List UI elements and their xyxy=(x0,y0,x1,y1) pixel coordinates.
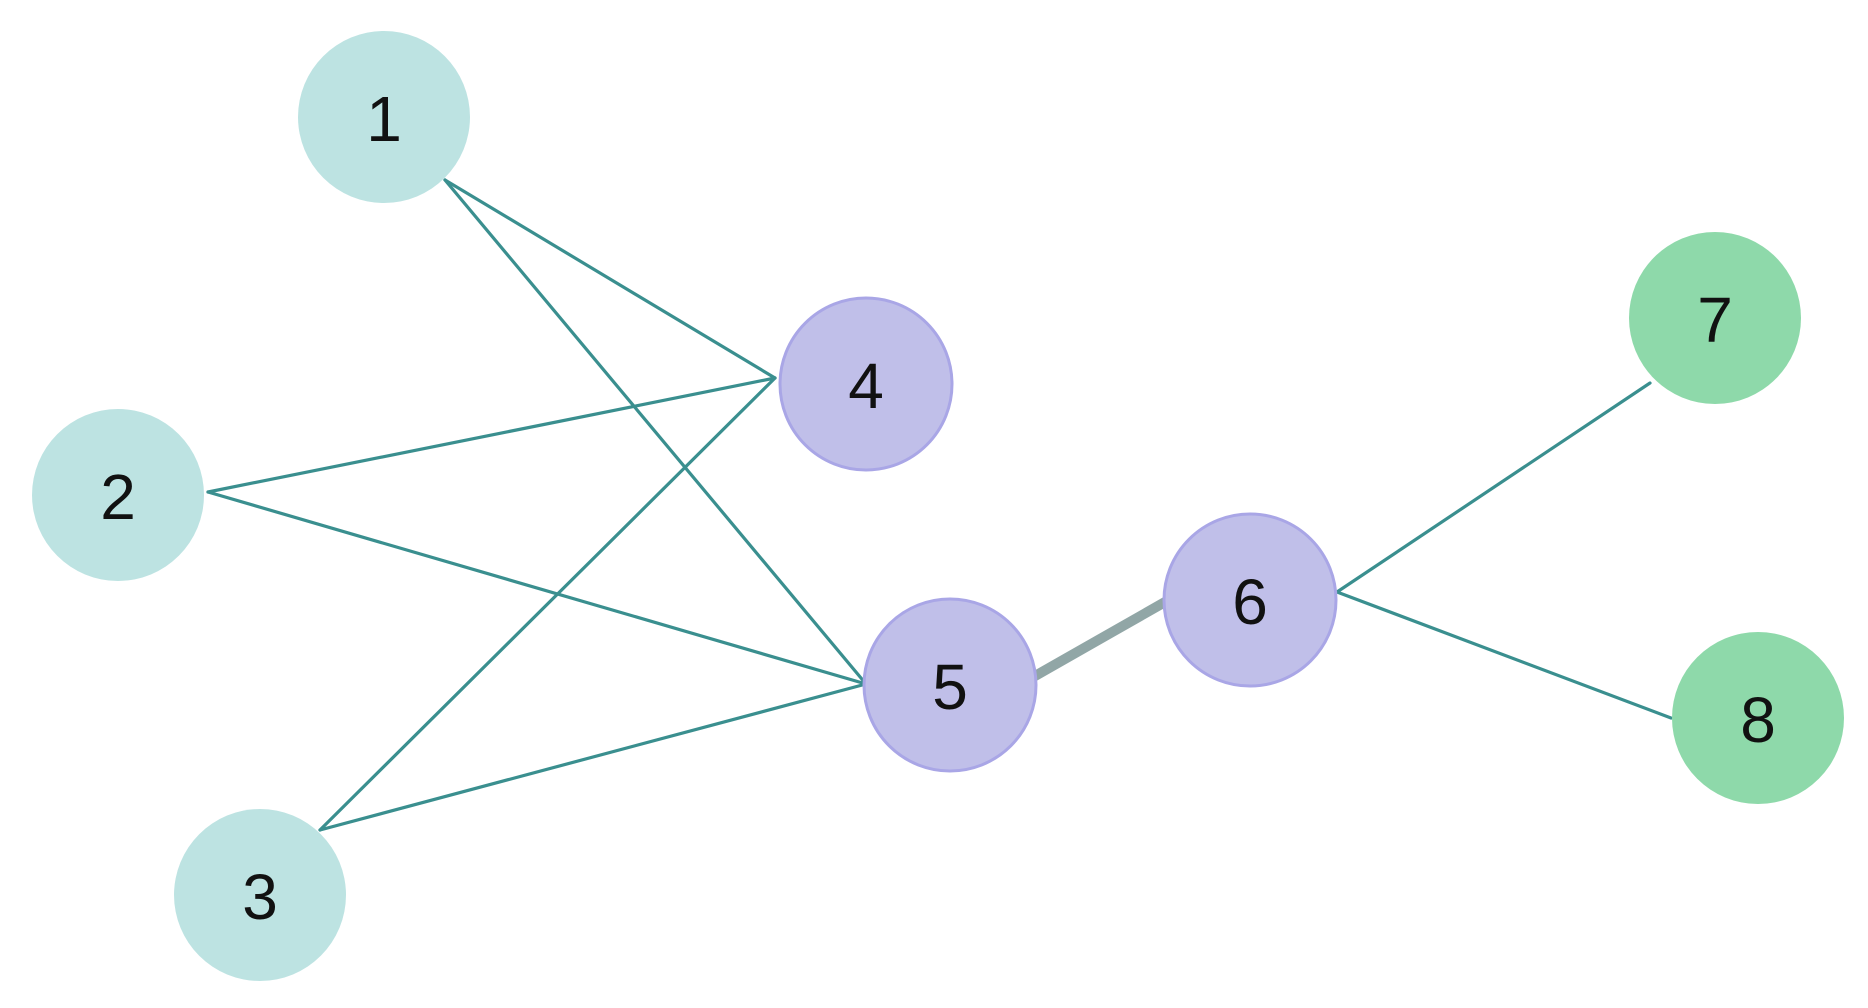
edge-1-5 xyxy=(443,178,868,686)
node-label: 3 xyxy=(242,861,278,933)
edge-6-7 xyxy=(1335,381,1652,594)
node-label: 8 xyxy=(1740,684,1776,756)
node-circle xyxy=(1672,632,1844,804)
node-1: 1 xyxy=(298,31,470,203)
node-label: 4 xyxy=(848,350,884,422)
node-circle xyxy=(1162,512,1338,688)
edge-2-5 xyxy=(206,490,868,686)
node-circle xyxy=(32,409,204,581)
node-label: 1 xyxy=(366,83,402,155)
node-label: 2 xyxy=(100,461,136,533)
node-circle xyxy=(778,296,954,472)
edge-3-5 xyxy=(318,682,868,832)
node-layer: 1 2 3 4 5 6 7 8 xyxy=(32,31,1844,981)
node-3: 3 xyxy=(174,809,346,981)
edge-layer xyxy=(206,178,1673,832)
node-label: 6 xyxy=(1232,566,1268,638)
node-7: 7 xyxy=(1629,232,1801,404)
edge-3-4 xyxy=(318,376,777,832)
edge-6-8 xyxy=(1335,590,1673,720)
edge-2-4 xyxy=(206,376,777,494)
node-5: 5 xyxy=(862,597,1038,773)
node-label: 7 xyxy=(1697,284,1733,356)
node-8: 8 xyxy=(1672,632,1844,804)
node-4: 4 xyxy=(778,296,954,472)
node-circle xyxy=(174,809,346,981)
node-circle xyxy=(862,597,1038,773)
edge-5-6 xyxy=(1030,597,1170,681)
node-circle xyxy=(1629,232,1801,404)
node-circle xyxy=(298,31,470,203)
node-label: 5 xyxy=(932,651,968,723)
edge-1-4 xyxy=(443,178,777,380)
node-6: 6 xyxy=(1162,512,1338,688)
node-2: 2 xyxy=(32,409,204,581)
